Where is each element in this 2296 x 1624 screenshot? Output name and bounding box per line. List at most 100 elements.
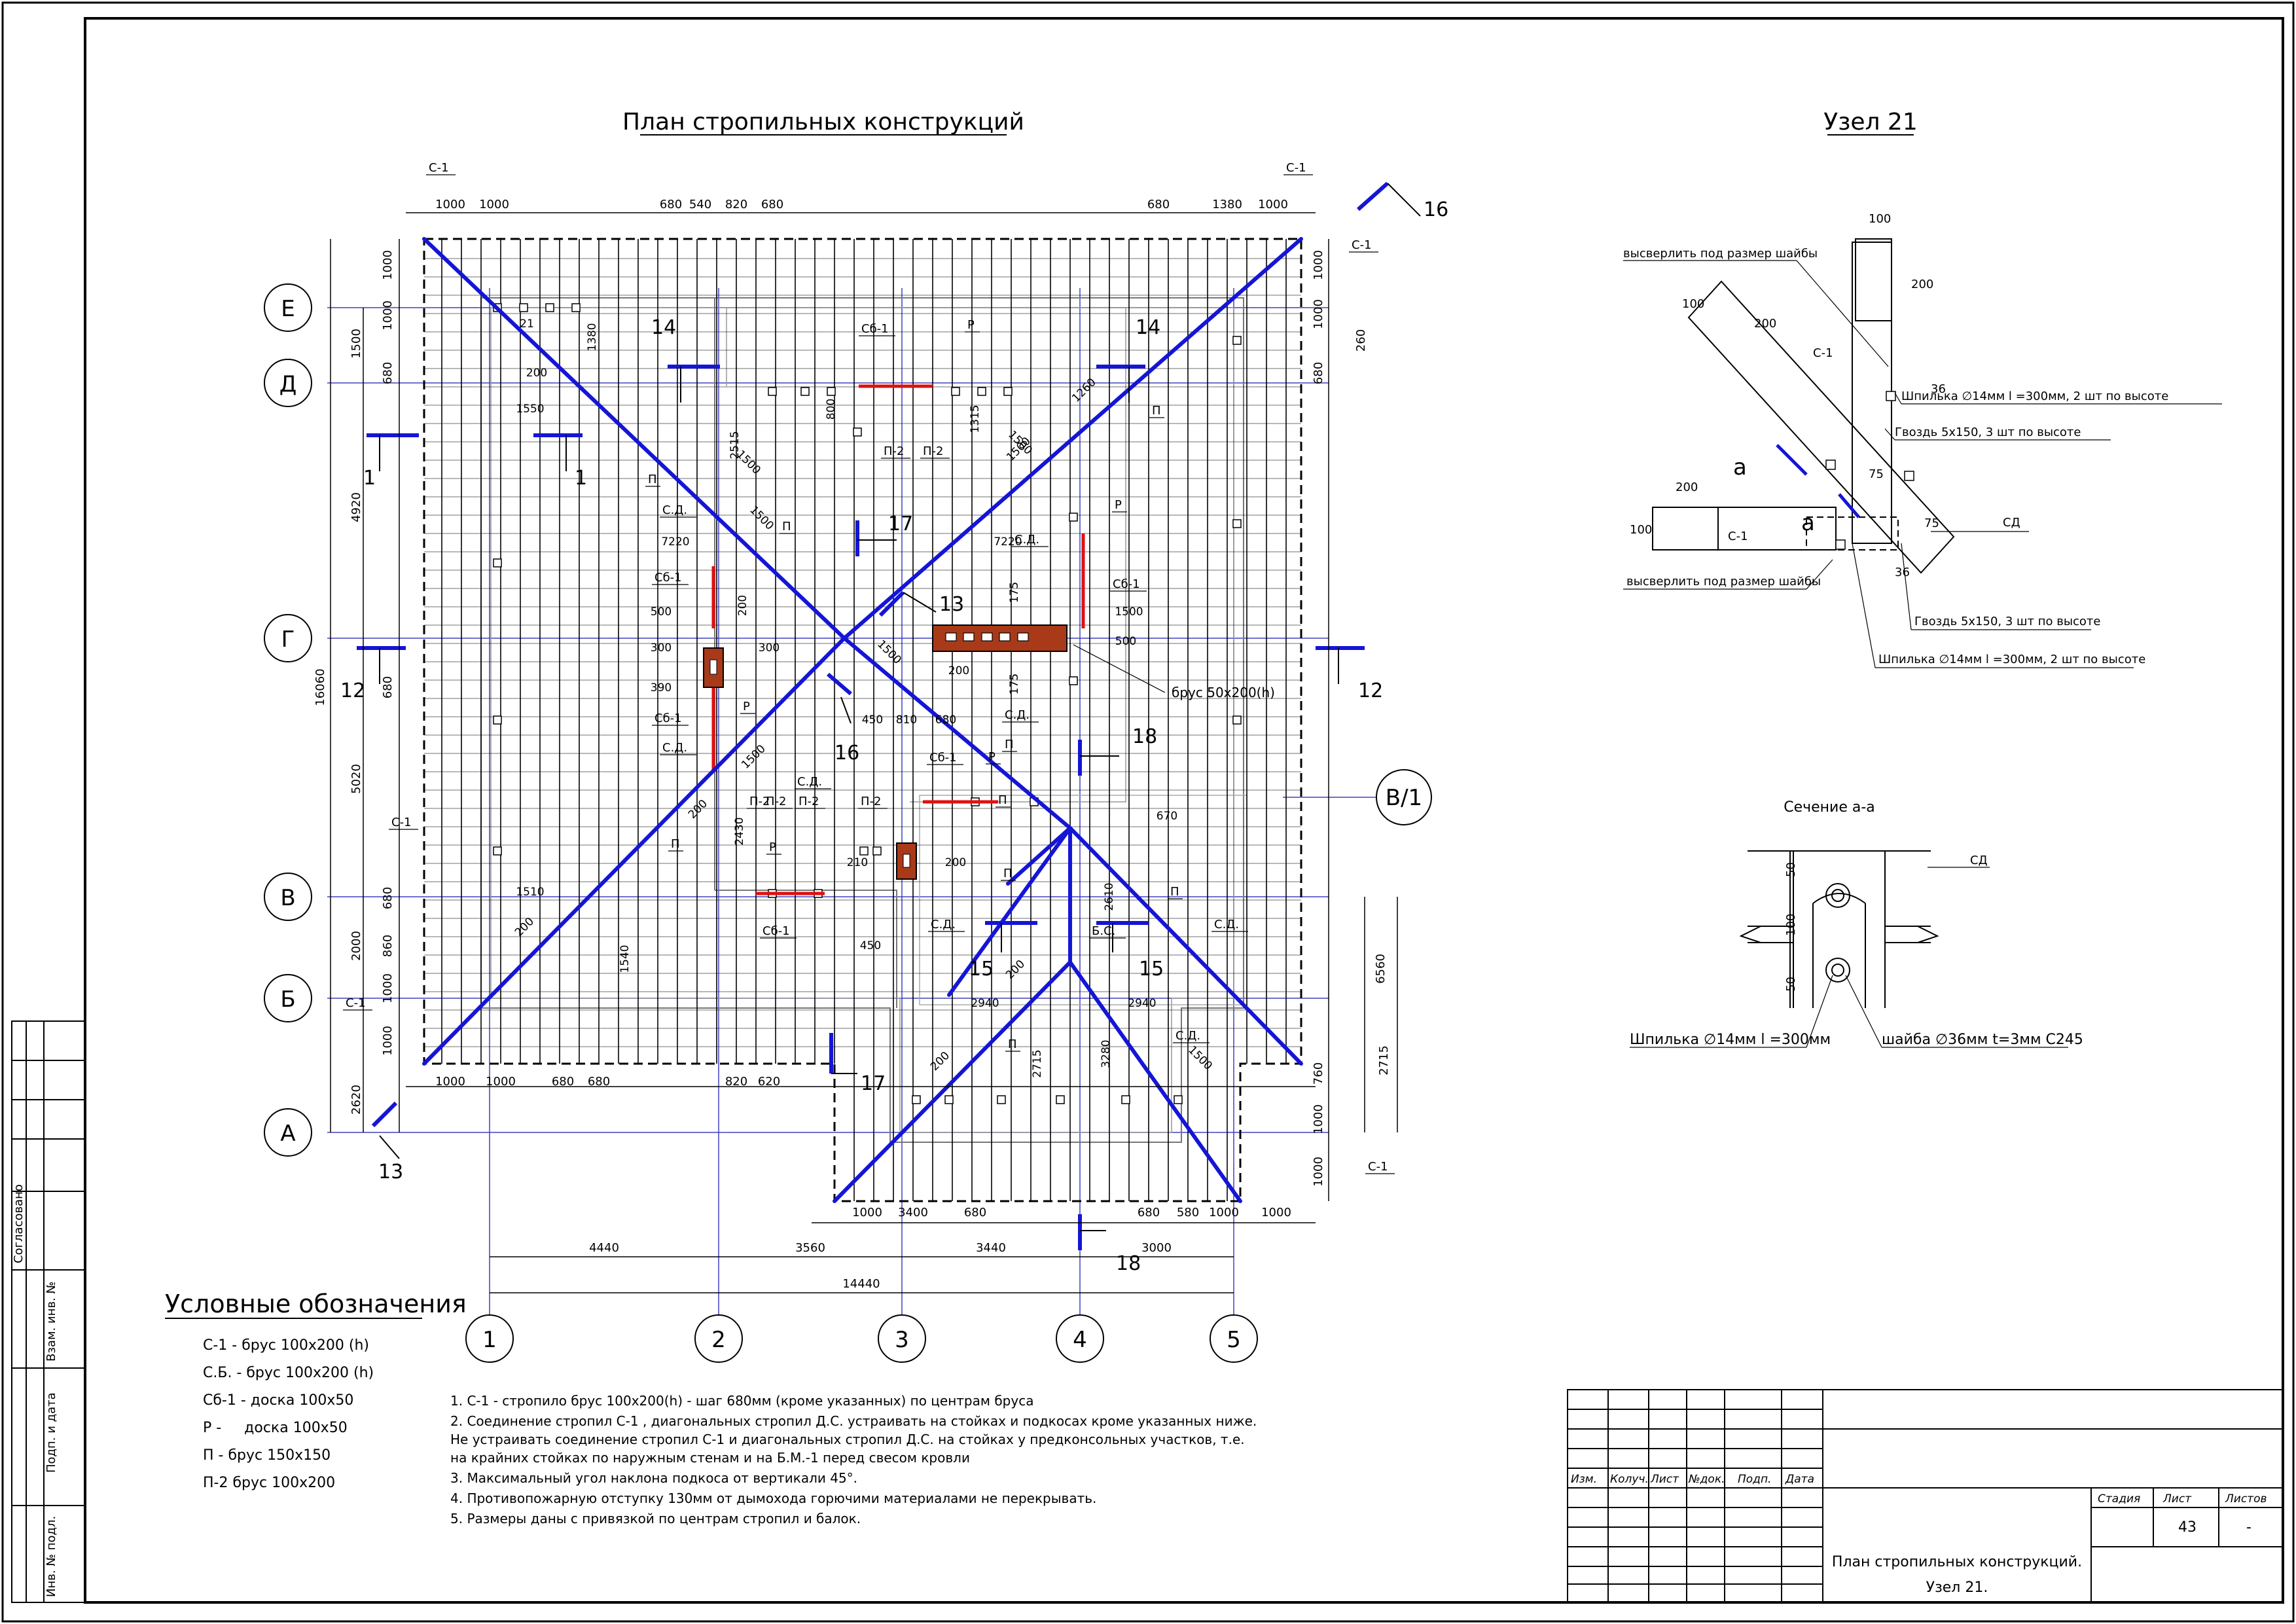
- note-line: 3. Максимальный угол наклона подкоса от …: [450, 1470, 857, 1486]
- dim-text: 1315: [969, 405, 982, 433]
- member-tag: С.Д.: [662, 503, 687, 517]
- member-tag: П: [782, 520, 791, 533]
- interior-wall-2: [726, 307, 1126, 803]
- axis-bubble-3: 3: [878, 1314, 926, 1363]
- dim-text: 1000: [1258, 198, 1288, 211]
- tb-drawing-name: Узел 21.: [1926, 1579, 1988, 1596]
- tb-header: Лист: [1650, 1473, 1679, 1486]
- beam-note-leader: [1073, 644, 1166, 693]
- red-boards: [711, 384, 1085, 895]
- tb-header: Стадия: [2098, 1492, 2140, 1506]
- cut-label: 12: [1358, 679, 1383, 702]
- dim-text: 175: [1008, 582, 1021, 603]
- node-callouts: высверлить под размер шайбы Шпилька ∅14м…: [1623, 247, 2168, 666]
- section-members: [1739, 850, 1939, 1008]
- dim-text: 2620: [350, 1085, 363, 1115]
- plan-title: План стропильных конструкций: [622, 109, 1024, 135]
- dim-text: 1000: [1312, 1157, 1325, 1187]
- node-cut-a: а: [1801, 510, 1815, 536]
- dim-text: 820: [725, 198, 747, 211]
- dim-text: 1000: [435, 1075, 465, 1089]
- node-bolts: [1825, 391, 1914, 550]
- svg-text:В/1: В/1: [1386, 785, 1422, 811]
- post-marker: [1069, 513, 1078, 522]
- member-tag: П: [671, 837, 680, 851]
- tb-sheets-total: -: [2246, 1519, 2251, 1536]
- dim-text: 21: [520, 317, 534, 331]
- cut-label: 1: [363, 467, 376, 490]
- post-marker: [944, 1095, 954, 1104]
- svg-text:Б: Б: [280, 986, 295, 1013]
- dim-text: 2715: [1377, 1045, 1391, 1075]
- post-marker: [1232, 715, 1242, 725]
- inner-frame: [84, 17, 2284, 1604]
- member-tag: П-2: [861, 795, 881, 808]
- dim-text: 1000: [486, 1075, 516, 1089]
- dim-text: 680: [660, 198, 682, 211]
- dim-text: 680: [964, 1206, 986, 1219]
- member-tag: П-2: [766, 795, 786, 808]
- section-a-a: Сечение а-а 50 100 50 СД Шпилька ∅14мм l…: [1630, 799, 2083, 1048]
- svg-text:100: 100: [1784, 914, 1798, 936]
- dim-text: 2715: [1031, 1049, 1044, 1077]
- chimney-left: [703, 647, 724, 688]
- section-callout: шайба ∅36мм t=3мм С245: [1882, 1032, 2083, 1048]
- axis-bubble-1: 1: [465, 1314, 514, 1363]
- cut-label: 15: [969, 958, 994, 981]
- dim-text: 300: [759, 641, 780, 655]
- dim-text: 670: [1157, 810, 1177, 823]
- member-tag: Сб-1: [762, 924, 790, 938]
- axis-bubble-4: 4: [1056, 1314, 1104, 1363]
- cut-label: 18: [1116, 1252, 1141, 1275]
- node-callout: Шпилька ∅14мм l =300мм, 2 шт по высоте: [1901, 389, 2168, 403]
- member-tag: Сб-1: [929, 751, 957, 765]
- total-dim: 14440: [842, 1277, 880, 1291]
- dim-text: 200: [526, 367, 547, 380]
- dim-text: 4440: [589, 1241, 619, 1255]
- dim-text: 1000: [1312, 299, 1325, 329]
- section-title: Сечение а-а: [1784, 799, 1875, 816]
- dim-text: 1000: [435, 198, 465, 211]
- cut-label: 1: [575, 467, 587, 490]
- legend: Условные обозначения С-1 - брус 100х200 …: [165, 1290, 467, 1491]
- dim-text: 820: [725, 1075, 747, 1089]
- cut-label: 18: [1132, 725, 1157, 748]
- cut-label: 13: [939, 593, 964, 616]
- member-tag: С.Д.: [931, 918, 956, 931]
- dim-text: 2940: [971, 997, 999, 1010]
- member-tag: Сб-1: [655, 712, 682, 725]
- member-tag: П-2: [749, 795, 770, 808]
- section-leaders: [1630, 867, 2068, 1048]
- tb-header: Листов: [2225, 1492, 2267, 1506]
- tb-sheet-number: 43: [2178, 1519, 2197, 1536]
- node-callout: высверлить под размер шайбы: [1626, 575, 1821, 588]
- tb-header: №док.: [1688, 1473, 1725, 1486]
- node-21-detail: высверлить под размер шайбы Шпилька ∅14м…: [1623, 212, 2222, 668]
- dim-text: 1000: [479, 198, 509, 211]
- dim-text: 1000: [381, 1026, 395, 1056]
- member-tag: П: [1003, 867, 1013, 880]
- dim-text: 800: [825, 399, 838, 420]
- dim-text: 175: [1008, 674, 1021, 695]
- member-tag: П: [1005, 738, 1014, 751]
- node-callout: Гвоздь 5х150, 3 шт по высоте: [1914, 615, 2101, 628]
- dim-text: 1000: [1312, 250, 1325, 280]
- dim-text: 680: [1147, 198, 1170, 211]
- post-marker: [800, 387, 810, 396]
- dim-text: 1000: [381, 300, 395, 331]
- dim-text: 3000: [1141, 1241, 1172, 1255]
- cut-label: 12: [340, 679, 365, 702]
- axis-bubble-B: Б: [264, 974, 312, 1022]
- svg-text:75: 75: [1869, 467, 1884, 481]
- section-callout: СД: [1970, 854, 1988, 867]
- hip-rafters: [422, 237, 1303, 1203]
- svg-text:Г: Г: [281, 626, 295, 653]
- dim-text: 2610: [1103, 882, 1116, 911]
- note-line: на крайних стойках по наружным стенам и …: [450, 1450, 970, 1466]
- chimney-small-flue: [903, 854, 910, 868]
- legend-item: Сб-1 - доска 100х50: [203, 1392, 353, 1409]
- cut-label: 17: [861, 1072, 886, 1095]
- dim-text: 680: [381, 362, 395, 384]
- member-tag: С.Д.: [1005, 708, 1030, 722]
